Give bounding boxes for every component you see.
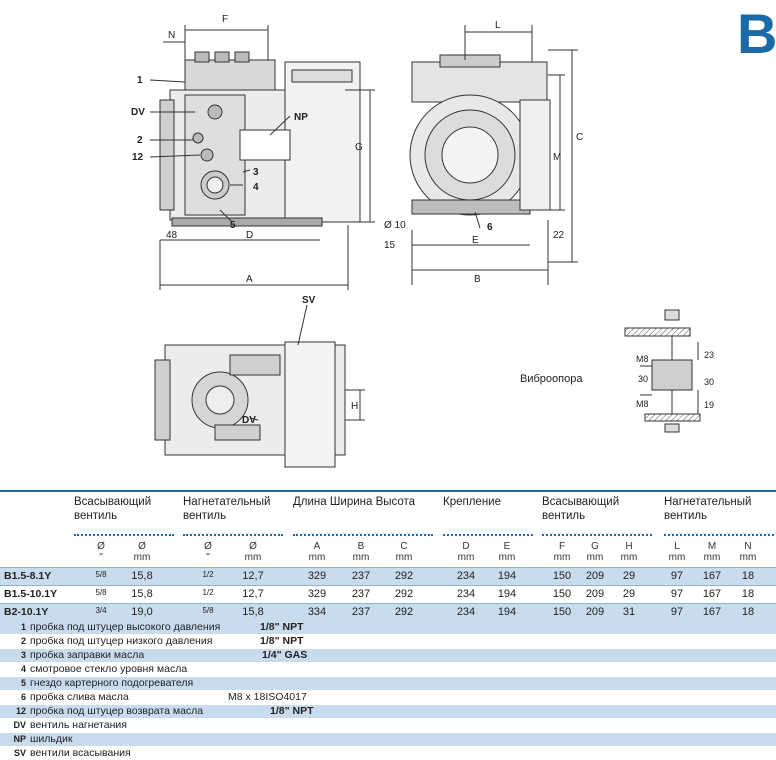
dim-15-label: 15 (384, 240, 396, 251)
rule-suction-2 (542, 534, 652, 536)
technical-drawing: F N 1 DV 2 12 NP 3 4 5 G 48 D A L C M Ø … (131, 14, 714, 468)
dim-l-label: L (495, 20, 501, 31)
dim-c-label: C (576, 132, 583, 143)
group-suction: Всасывающий вентиль (74, 496, 152, 522)
rule-mount (443, 534, 533, 536)
dim-h-label: H (351, 401, 358, 412)
mount-23: 23 (704, 350, 714, 360)
table-row: B1.5-10.1Y 5/8 15,8 1/2 12,7 329 237 292… (0, 586, 776, 603)
subheader: Ø" (97, 541, 105, 563)
dim-d10-label: Ø 10 (384, 220, 406, 231)
dim-n-label: N (168, 30, 175, 41)
rule-discharge-2 (664, 534, 774, 536)
group-mounting: Крепление (443, 496, 501, 508)
callout-5: 5 (230, 220, 236, 231)
table-row: B2-10.1Y 3/4 19,0 5/8 15,8 334 237 292 2… (0, 604, 776, 621)
dim-48-label: 48 (166, 230, 178, 241)
callout-np: NP (294, 112, 308, 123)
callout-1: 1 (137, 75, 143, 86)
callout-4: 4 (253, 182, 259, 193)
side-view (409, 25, 578, 285)
dim-a-label: A (246, 274, 253, 285)
table-row: B1.5-8.1Y 5/8 15,8 1/2 12,7 329 237 292 … (0, 568, 776, 585)
dim-e-label: E (472, 235, 479, 246)
mount-m8-bottom: M8 (636, 399, 649, 409)
group-dimensions: Длина Ширина Высота (293, 496, 416, 508)
callout-3: 3 (253, 167, 259, 178)
table-top-rule (0, 490, 776, 492)
dim-d-label: D (246, 230, 253, 241)
mount-30-right: 30 (704, 377, 714, 387)
mount-m8-top: M8 (636, 354, 649, 364)
group-suction-2: Всасывающий вентиль (542, 496, 620, 522)
row-rule (0, 585, 776, 586)
callout-2: 2 (137, 135, 143, 146)
callout-12: 12 (132, 152, 144, 163)
front-view (149, 25, 375, 290)
section-letter: B (737, 2, 776, 65)
rule-dims (293, 534, 433, 536)
dim-m-label: M (553, 152, 561, 163)
row-rule (0, 567, 776, 568)
mount-30-left: 30 (638, 374, 648, 384)
top-view (154, 304, 365, 468)
dim-22-label: 22 (553, 230, 565, 241)
rule-discharge (183, 534, 283, 536)
callout-dv: DV (131, 107, 145, 118)
group-discharge: Нагнетательный вентиль (183, 496, 271, 522)
callout-dv-top: DV (242, 415, 256, 426)
mount-19: 19 (704, 400, 714, 410)
rule-suction (74, 534, 174, 536)
subheader: Ø" (204, 541, 212, 563)
mount-title: Виброопора (520, 373, 583, 385)
dim-b-label: B (474, 274, 481, 285)
callout-sv: SV (302, 295, 316, 306)
row-rule (0, 603, 776, 604)
callout-6: 6 (487, 222, 493, 233)
vibration-mount-drawing (624, 309, 701, 433)
dim-f-label: F (222, 14, 228, 25)
group-discharge-2: Нагнетательный вентиль (664, 496, 752, 522)
dim-g-label: G (355, 142, 363, 153)
